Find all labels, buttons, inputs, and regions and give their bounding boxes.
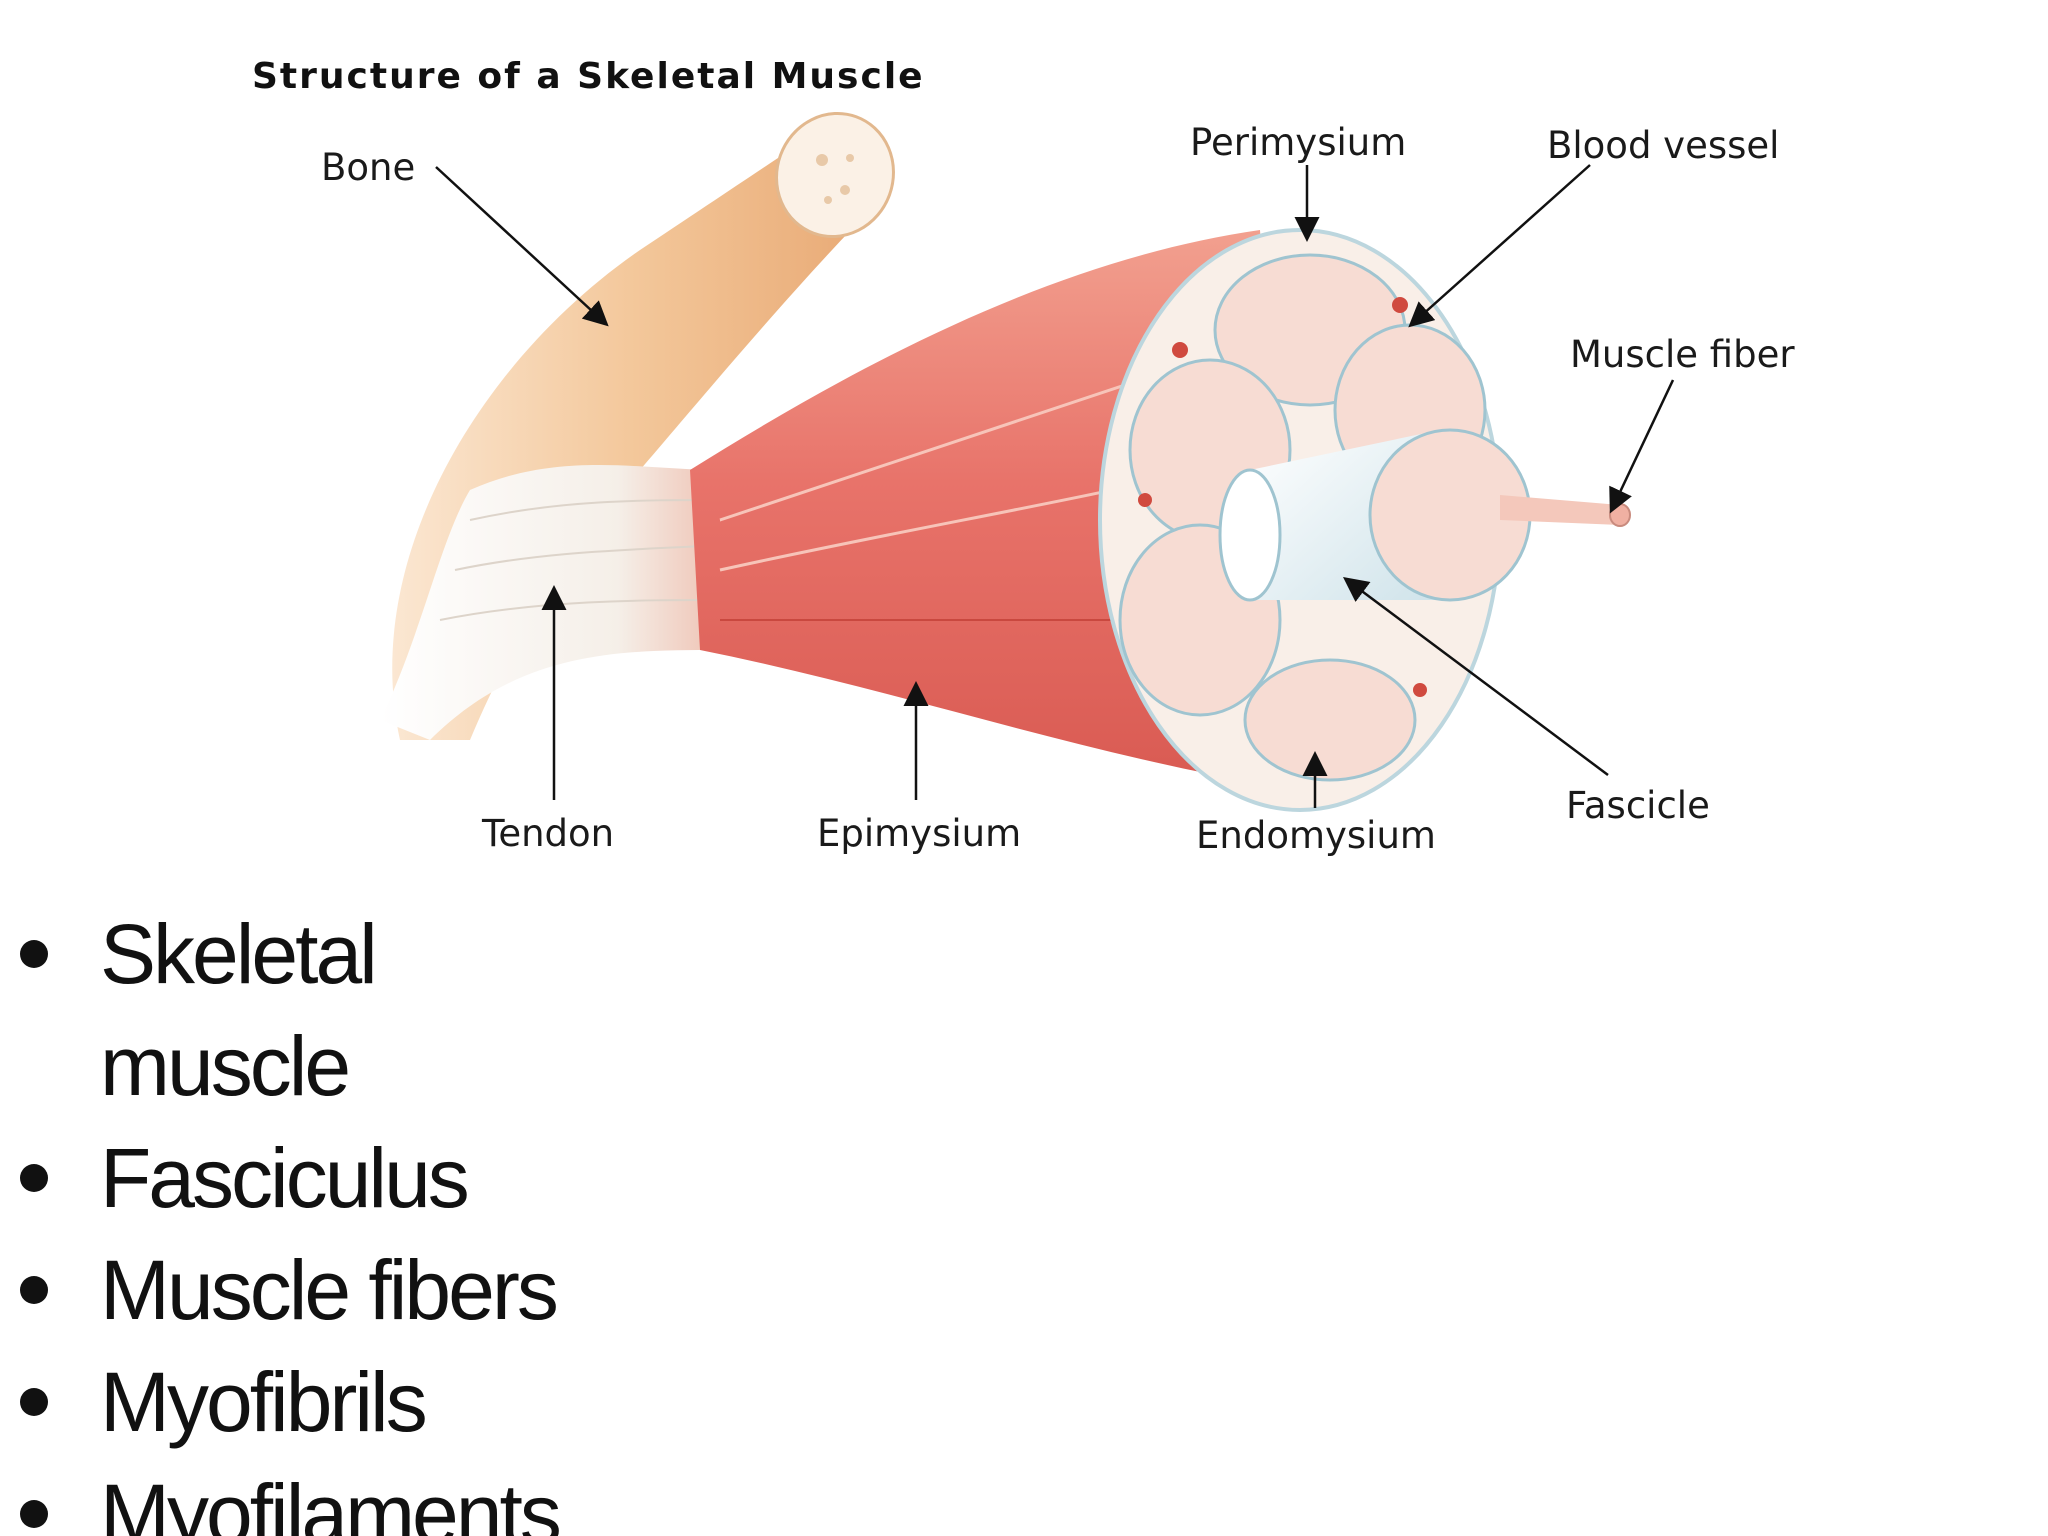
bullet-text: Skeletal muscle xyxy=(100,907,378,1113)
bullet-dot-icon xyxy=(20,1276,48,1304)
bone-pointer xyxy=(435,166,609,327)
label-muscle-fiber: Muscle fiber xyxy=(1570,333,1795,376)
leader-lines xyxy=(435,164,1675,808)
bullet-item: Skeletal muscle xyxy=(20,898,440,1122)
bullet-item: Myofibrils xyxy=(20,1346,1000,1458)
label-perimysium: Perimysium xyxy=(1190,121,1407,164)
fascicle-pointer xyxy=(1342,577,1609,777)
fascicle-shape xyxy=(1218,428,1532,602)
bullet-dot-icon xyxy=(20,940,48,968)
bullet-item: Myofilaments xyxy=(20,1458,1000,1536)
muscle-illustration xyxy=(380,111,1675,812)
blood-vessel-pointer xyxy=(1408,164,1591,328)
bullet-text: Myofilaments xyxy=(100,1467,562,1536)
bullet-text: Muscle fibers xyxy=(100,1243,559,1337)
label-bone: Bone xyxy=(321,146,416,189)
bullet-text: Myofibrils xyxy=(100,1355,428,1449)
diagram-title: Structure of a Skeletal Muscle xyxy=(252,56,925,97)
bullet-text: Fasciculus xyxy=(100,1131,470,1225)
label-endomysium: Endomysium xyxy=(1196,814,1436,857)
label-fascicle: Fascicle xyxy=(1566,784,1710,827)
bullet-dot-icon xyxy=(20,1164,48,1192)
bullet-item: Muscle fibers xyxy=(20,1234,1000,1346)
bullet-item: Fasciculus xyxy=(20,1122,1000,1234)
label-blood-vessel: Blood vessel xyxy=(1547,124,1780,167)
bullet-dot-icon xyxy=(20,1500,48,1528)
label-epimysium: Epimysium xyxy=(817,812,1022,855)
bullet-list: Skeletal muscle Fasciculus Muscle fibers… xyxy=(20,898,1000,1536)
bullet-dot-icon xyxy=(20,1388,48,1416)
label-tendon: Tendon xyxy=(482,812,615,855)
muscle-fiber-pointer xyxy=(1609,379,1675,514)
